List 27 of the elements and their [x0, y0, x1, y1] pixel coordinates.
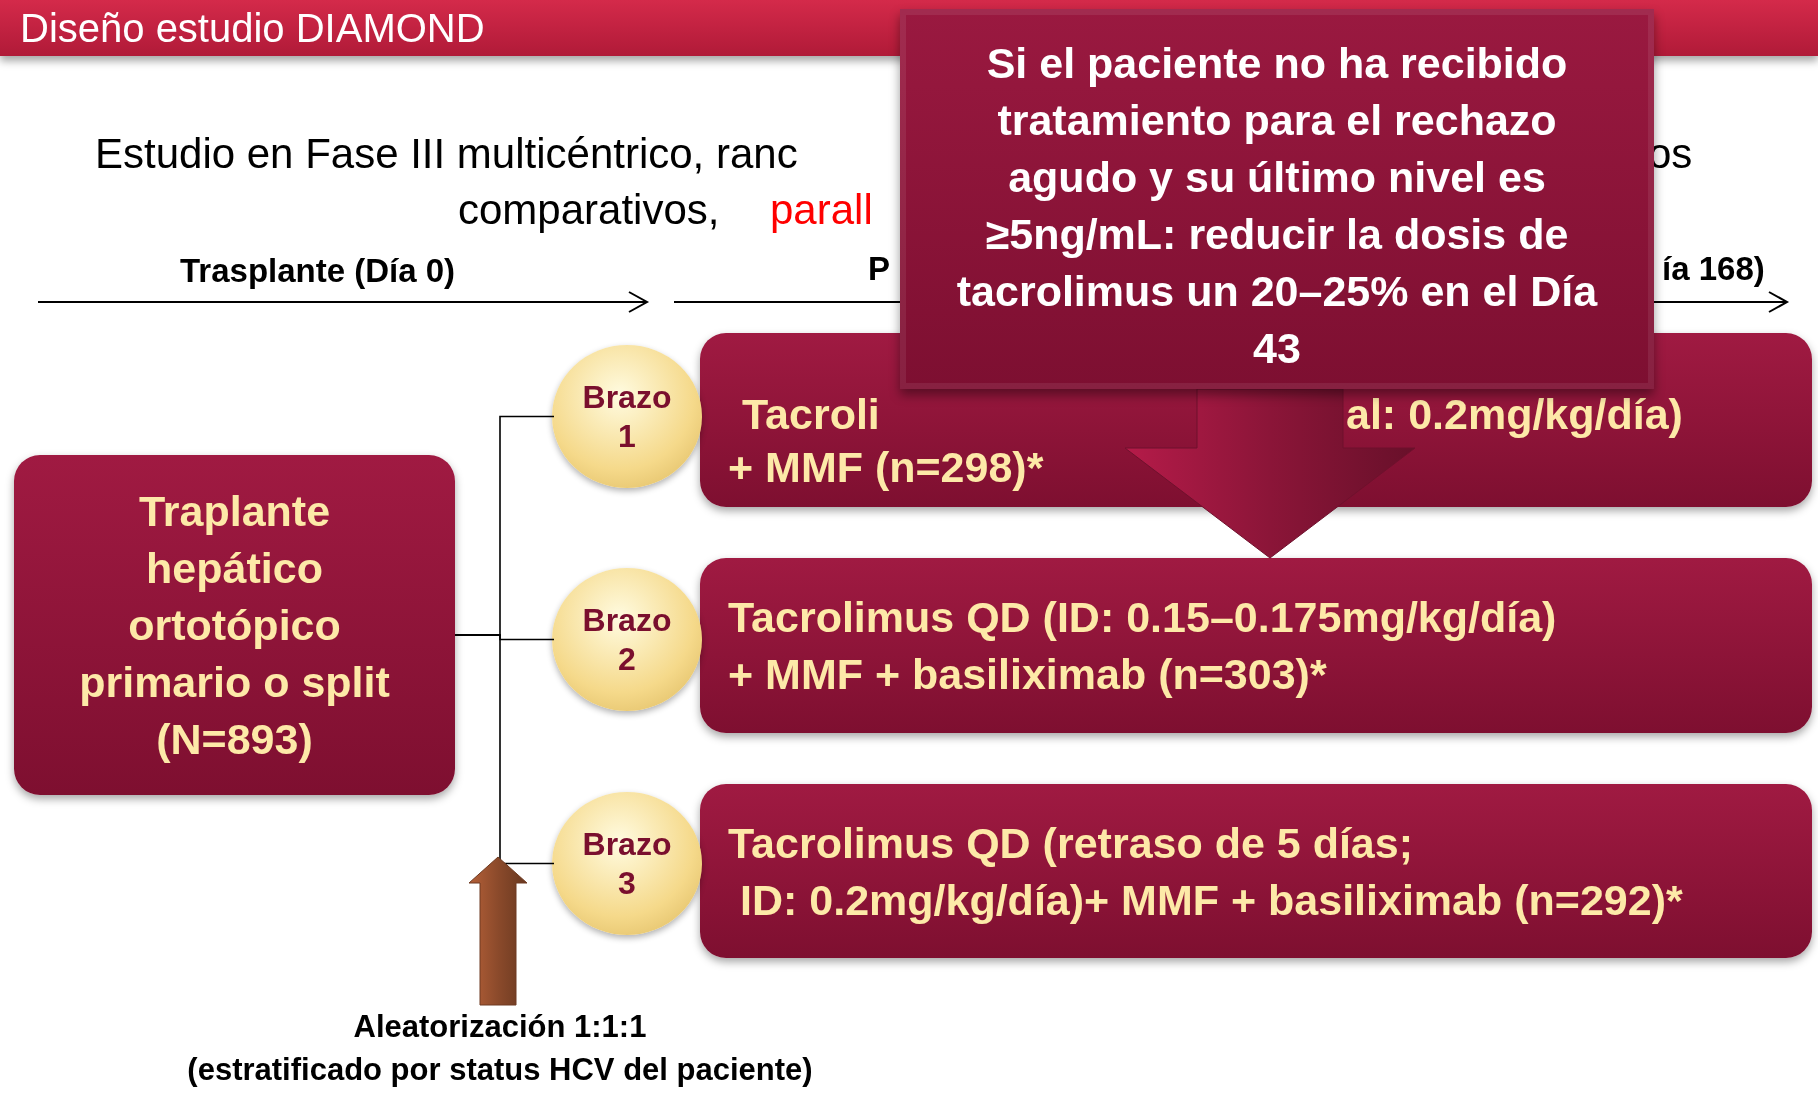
note-text: (estratificado por status HCV del paciente)	[186, 1051, 814, 1089]
block-arrow	[468, 856, 528, 1006]
timeline-label: ía 168)	[1662, 250, 1765, 288]
arm-circle: Brazo 3	[552, 792, 702, 935]
box-text: Traplante hepático ortotópico primario o split (N=893)	[78, 485, 391, 765]
subtitle-text: Estudio en Fase III multicéntrico, ranc	[95, 130, 798, 178]
treatment-box	[700, 558, 1812, 733]
process-box	[14, 455, 455, 795]
timeline-label: Trasplante (Día 0)	[180, 252, 456, 290]
callout-box: Si el paciente no ha recibido tratamiento para el rechazo agudo y su último nivel es ≥5ng/mL: reducir la dosis de tacrolimus un 20–25% en el Día 43	[900, 9, 1654, 389]
box-text: Tacrolimus QD (retraso de 5 días;	[728, 819, 1414, 868]
connector-line	[454, 634, 555, 865]
arm-circle: Brazo 2	[552, 568, 702, 711]
slide-title: Diseño estudio DIAMOND	[20, 6, 485, 51]
box-text: al: 0.2mg/kg/día)	[1346, 390, 1683, 439]
subtitle-text: comparativos,	[458, 186, 720, 234]
subtitle-text: parall	[770, 186, 873, 234]
box-text: ID: 0.2mg/kg/día)+ MMF + basiliximab (n=292)*	[740, 876, 1683, 925]
box-text: + MMF + basiliximab (n=303)*	[728, 650, 1327, 699]
note-text: Aleatorización 1:1:1	[352, 1008, 648, 1046]
timeline-label: P	[868, 250, 890, 288]
treatment-box	[700, 784, 1812, 958]
block-arrow	[1124, 388, 1416, 559]
box-text: Tacrolimus QD (ID: 0.15–0.175mg/kg/día)	[728, 593, 1557, 642]
arm-circle: Brazo 1	[552, 345, 702, 488]
box-text: + MMF (n=298)*	[728, 443, 1044, 492]
box-text: Tacroli	[742, 390, 880, 439]
